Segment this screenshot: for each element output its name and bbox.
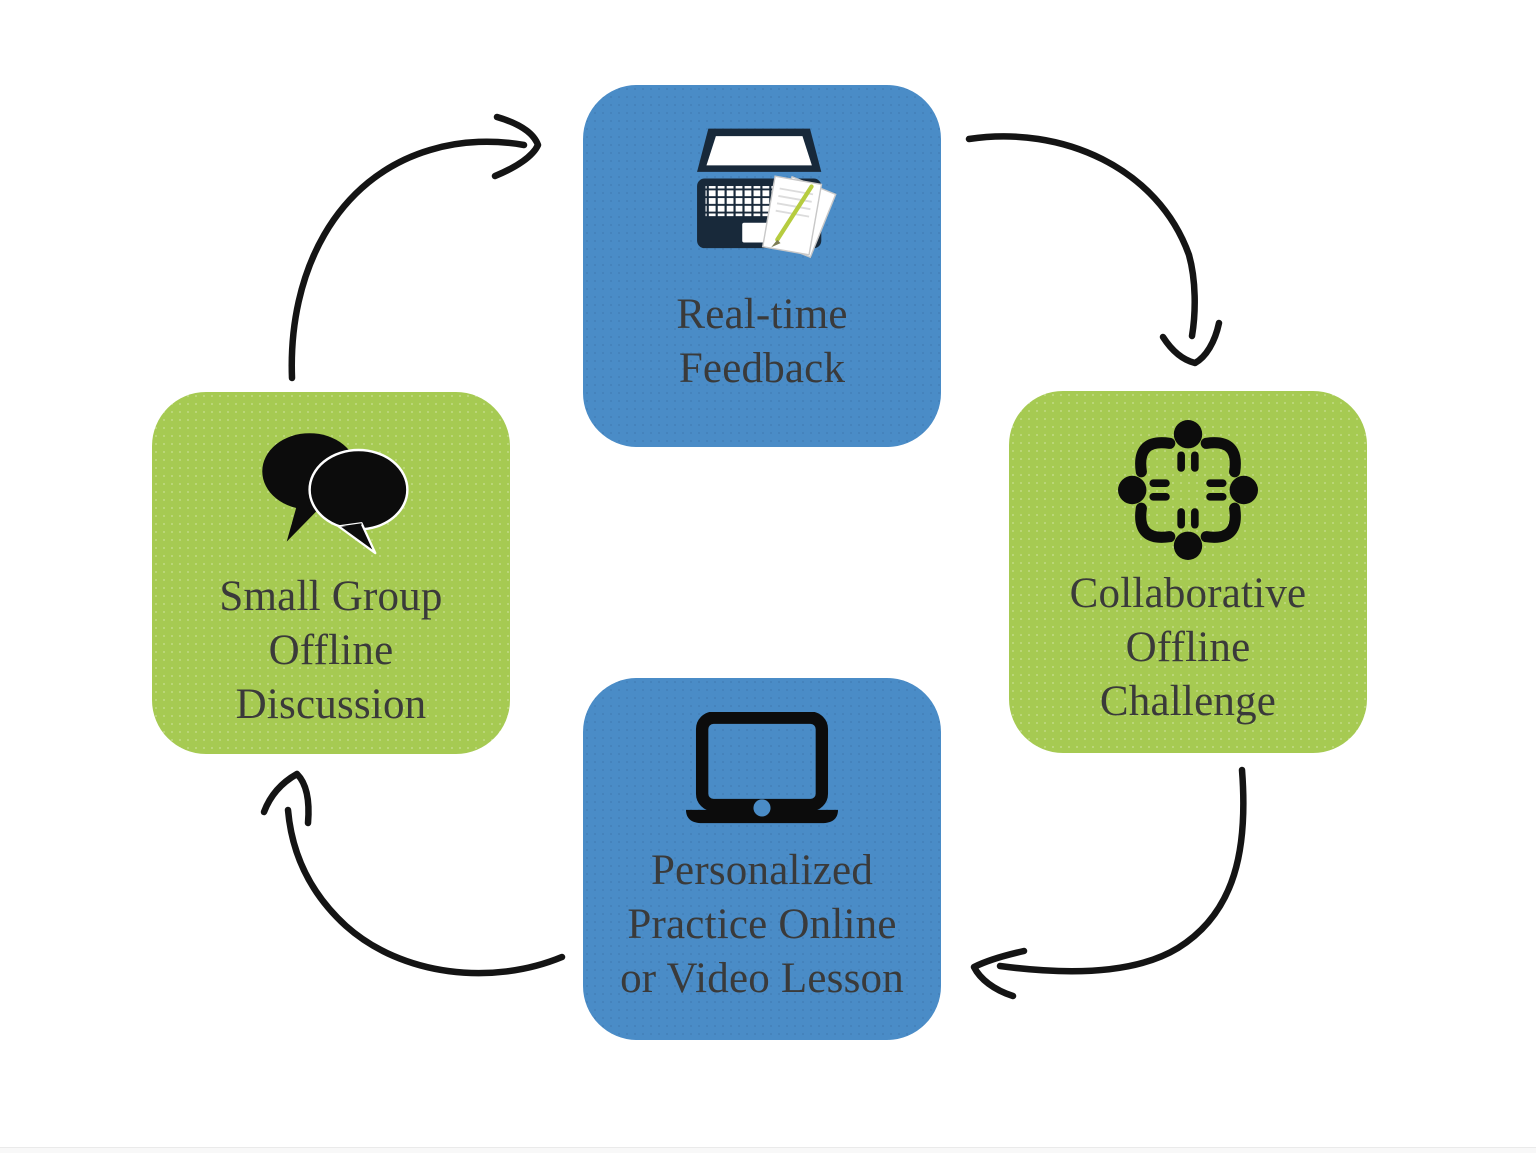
- arrow-bottom-to-left: [260, 770, 566, 977]
- page-bottom-strip: [0, 1147, 1536, 1153]
- laptop-icon: [686, 712, 838, 824]
- arrow-left-to-top: [288, 113, 542, 382]
- node-small-group-offline-discussion: Small Group Offline Discussion: [152, 392, 510, 754]
- arrow-right-to-bottom: [970, 766, 1247, 1000]
- node-real-time-feedback: Real-time Feedback: [583, 85, 941, 447]
- node-label: Personalized Practice Online or Video Le…: [620, 847, 904, 1003]
- arrow-top-to-right: [965, 133, 1223, 367]
- node-label: Real-time Feedback: [676, 291, 848, 393]
- node-personalized-practice-online: Personalized Practice Online or Video Le…: [583, 678, 941, 1040]
- node-label: Small Group Offline Discussion: [219, 573, 443, 729]
- speech-bubbles-icon: [262, 433, 409, 555]
- node-label: Collaborative Offline Challenge: [1069, 570, 1307, 726]
- group-around-table-icon: [1118, 420, 1258, 560]
- node-collaborative-offline-challenge: Collaborative Offline Challenge: [1009, 391, 1367, 753]
- laptop-notepad-icon: [697, 128, 837, 259]
